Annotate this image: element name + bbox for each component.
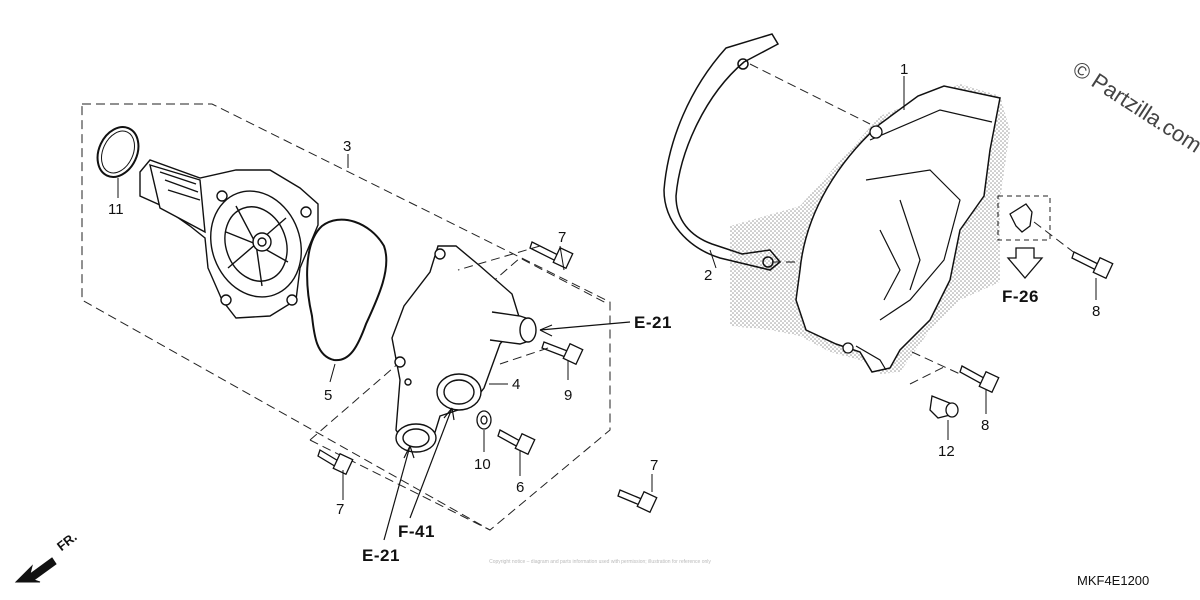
pump-cover-part-4 bbox=[391, 245, 537, 453]
side-cover-part-1 bbox=[730, 84, 1010, 374]
reference-e21-bottom: E-21 bbox=[362, 546, 400, 565]
callout-8-upper: 8 bbox=[1092, 303, 1101, 320]
callout-1: 1 bbox=[900, 61, 909, 78]
callout-5: 5 bbox=[324, 387, 333, 404]
callout-7-lower: 7 bbox=[650, 457, 659, 474]
callout-8-lower: 8 bbox=[981, 417, 990, 434]
collar-part-12 bbox=[929, 395, 959, 419]
bolt-part-7-lower bbox=[617, 489, 658, 514]
callout-4: 4 bbox=[512, 376, 521, 393]
callout-3: 3 bbox=[343, 138, 352, 155]
washer-part-10 bbox=[476, 410, 492, 430]
bolt-part-7-left bbox=[317, 449, 354, 476]
callout-12: 12 bbox=[938, 443, 955, 460]
callout-6: 6 bbox=[516, 479, 525, 496]
bolt-part-6 bbox=[497, 429, 536, 456]
bolt-part-9 bbox=[541, 341, 584, 366]
reference-e21-right: E-21 bbox=[634, 313, 672, 332]
callout-7-left: 7 bbox=[336, 501, 345, 518]
copyright-disclaimer: Copyright notice – diagram and parts inf… bbox=[489, 559, 711, 565]
alignment-lines bbox=[457, 63, 1077, 385]
f26-direction-arrow bbox=[1006, 247, 1044, 280]
water-pump-body-part-3 bbox=[139, 159, 319, 319]
callout-11: 11 bbox=[108, 201, 124, 218]
reference-f41: F-41 bbox=[398, 522, 435, 541]
callout-2: 2 bbox=[704, 267, 713, 284]
callout-9: 9 bbox=[564, 387, 573, 404]
callout-10: 10 bbox=[474, 456, 491, 473]
reference-arrows bbox=[383, 321, 631, 541]
front-direction-arrow bbox=[14, 557, 57, 583]
bolt-part-8-lower bbox=[959, 365, 1000, 394]
reference-f26: F-26 bbox=[1002, 287, 1039, 306]
leader-lines bbox=[117, 76, 1097, 500]
diagram-code: MKF4E1200 bbox=[1077, 573, 1150, 588]
bolt-part-7-upper bbox=[529, 241, 574, 270]
gasket-part-5 bbox=[306, 218, 388, 362]
o-ring-part-11 bbox=[96, 126, 140, 178]
bolt-part-8-upper bbox=[1071, 251, 1114, 280]
clamp-detail bbox=[997, 195, 1051, 241]
cover-gasket-part-2 bbox=[663, 33, 782, 271]
callout-7-upper: 7 bbox=[558, 229, 567, 246]
